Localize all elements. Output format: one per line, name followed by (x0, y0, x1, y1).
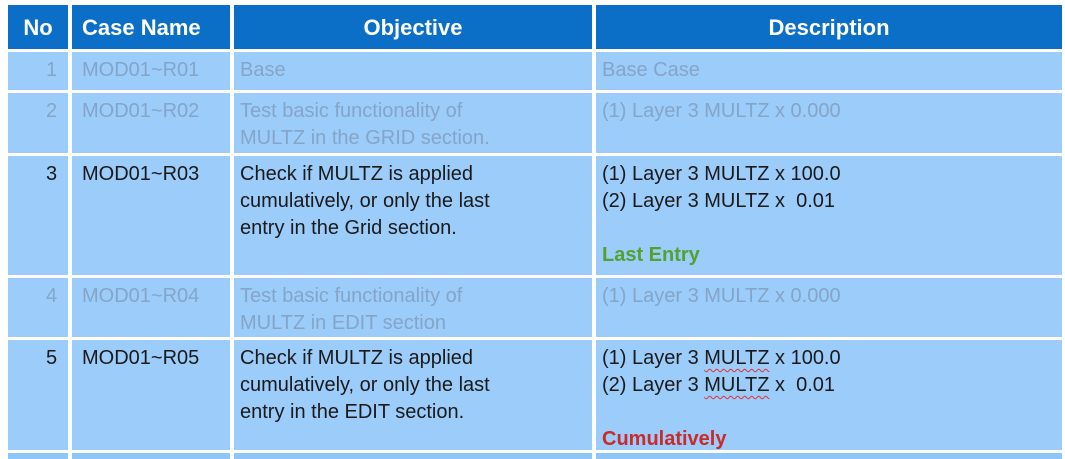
case-name-cell: MOD01~R05 (72, 340, 230, 450)
case-name-cell (72, 453, 230, 459)
objective-line: cumulatively, or only the last (240, 374, 490, 396)
description-cell: (1) Layer 3 MULTZ x 100.0 (2) Layer 3 MU… (596, 340, 1062, 450)
row-number-cell (8, 453, 68, 459)
description-text: x 0.01 (769, 374, 836, 396)
description-line: (2) Layer 3 MULTZ x 0.01 (602, 190, 836, 212)
row-number-cell: 1 (8, 52, 68, 90)
objective-line: Check if MULTZ is applied (240, 347, 474, 369)
objective-cell: Test basic functionality of MULTZ in the… (234, 93, 592, 153)
test-cases-table: No Case Name Objective Description 1 MOD… (8, 5, 1062, 459)
description-text: (1) Layer 3 (602, 347, 705, 369)
description-cell: (1) Layer 3 MULTZ x 0.000 (596, 93, 1062, 153)
description-line: (1) Layer 3 MULTZ x 0.000 (602, 285, 841, 307)
last-entry-highlight: Last Entry (602, 244, 700, 266)
row-number-cell: 4 (8, 278, 68, 337)
description-line: Base Case (602, 59, 700, 81)
case-name-cell: MOD01~R03 (72, 156, 230, 275)
description-cell (596, 453, 1062, 459)
objective-cell: Check if MULTZ is applied cumulatively, … (234, 156, 592, 275)
objective-line: entry in the EDIT section. (240, 401, 465, 423)
misspelled-word: MULTZ (704, 347, 770, 369)
description-line: (1) Layer 3 MULTZ x 0.000 (602, 100, 841, 122)
description-line: (1) Layer 3 MULTZ x 100.0 (602, 163, 841, 185)
objective-line: cumulatively, or only the last (240, 190, 490, 212)
description-cell: Base Case (596, 52, 1062, 90)
objective-line: MULTZ in the GRID section. (240, 127, 490, 149)
description-text: (2) Layer 3 (602, 374, 705, 396)
description-line: (1) Layer 3 MULTZ x 100.0 (602, 345, 1054, 372)
column-header-objective: Objective (234, 5, 592, 49)
description-text: x 100.0 (769, 347, 841, 369)
objective-cell: Test basic functionality of MULTZ in EDI… (234, 278, 592, 337)
objective-line: entry in the Grid section. (240, 217, 457, 239)
row-number-cell: 3 (8, 156, 68, 275)
objective-cell (234, 453, 592, 459)
row-number-cell: 2 (8, 93, 68, 153)
objective-cell: Base (234, 52, 592, 90)
case-name-cell: MOD01~R02 (72, 93, 230, 153)
case-name-cell: MOD01~R04 (72, 278, 230, 337)
description-line: (2) Layer 3 MULTZ x 0.01 (602, 372, 1054, 399)
objective-line: Check if MULTZ is applied (240, 163, 474, 185)
column-header-no: No (8, 5, 68, 49)
objective-cell: Check if MULTZ is applied cumulatively, … (234, 340, 592, 450)
row-number-cell: 5 (8, 340, 68, 450)
case-name-cell: MOD01~R01 (72, 52, 230, 90)
objective-line: MULTZ in EDIT section (240, 312, 446, 334)
objective-line: Test basic functionality of (240, 100, 463, 122)
column-header-case-name: Case Name (72, 5, 230, 49)
column-header-description: Description (596, 5, 1062, 49)
objective-line: Base (240, 59, 286, 81)
objective-line: Test basic functionality of (240, 285, 463, 307)
description-cell: (1) Layer 3 MULTZ x 0.000 (596, 278, 1062, 337)
misspelled-word: MULTZ (704, 374, 770, 396)
cumulatively-highlight: Cumulatively (602, 428, 727, 450)
description-cell: (1) Layer 3 MULTZ x 100.0 (2) Layer 3 MU… (596, 156, 1062, 275)
